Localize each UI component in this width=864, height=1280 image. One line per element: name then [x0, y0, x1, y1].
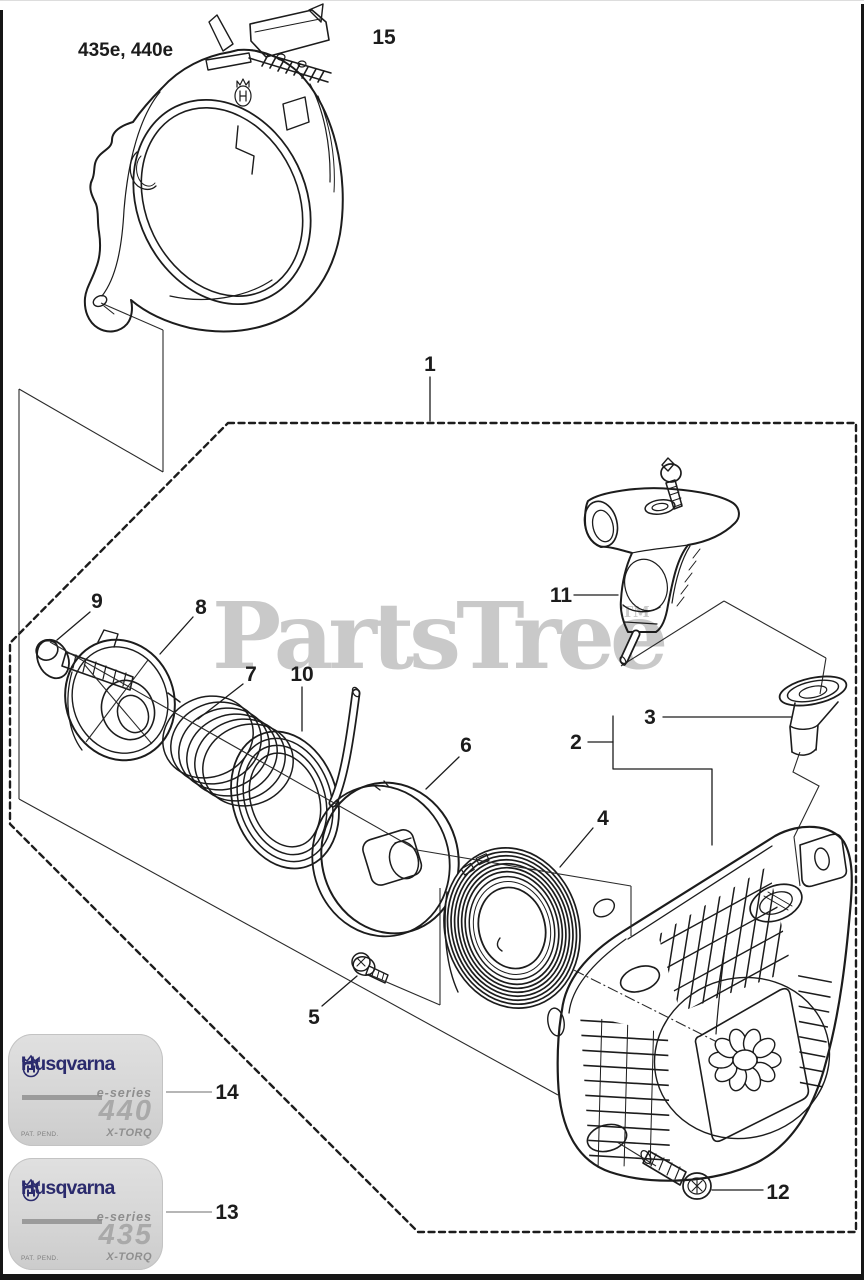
- part-6-rope-pulley: [311, 780, 460, 938]
- assembly-boundary-dashed-box: [8, 421, 858, 1234]
- decal-440: Husqvarna e-series 440 PAT. PEND. X-TORQ: [8, 1034, 163, 1146]
- callout-8: 8: [195, 596, 207, 619]
- husqvarna-crown-badge-icon: [234, 78, 252, 107]
- part-3-ferrule: [778, 675, 848, 756]
- part-5-screw: [351, 952, 389, 984]
- decal-bar: [22, 1219, 102, 1224]
- decal-series: e-series: [96, 1086, 152, 1100]
- part-11-handle: [583, 457, 740, 666]
- callout-6: 6: [460, 734, 472, 757]
- decal-model-number: 440: [98, 1095, 153, 1127]
- decal-series: e-series: [96, 1210, 152, 1224]
- decal-patent-text: PAT. PEND.: [21, 1255, 59, 1262]
- fan-housing-top-bracket: [205, 3, 332, 83]
- callout-7: 7: [245, 663, 257, 686]
- projection-lines: [18, 302, 827, 1096]
- callout-3: 3: [644, 706, 656, 729]
- callouts: 15 1 9 8 7 10 11 6 3 2 4 5 12 14 13: [56, 26, 792, 1224]
- partstree-watermark: PartsTree TM: [212, 582, 670, 690]
- watermark-text: PartsTree: [212, 582, 665, 690]
- decal-brand-name: Husqvarna: [21, 1053, 115, 1075]
- part-8-pulley: [64, 629, 176, 762]
- callout-15: 15: [372, 26, 396, 49]
- callout-11: 11: [550, 584, 573, 607]
- decal-bar: [22, 1095, 102, 1100]
- watermark-tm: TM: [622, 603, 650, 621]
- decal-xtorq-text: X-TORQ: [106, 1127, 152, 1139]
- axis-lines: [49, 641, 632, 936]
- model-compatibility-label: 435e, 440e: [78, 40, 173, 61]
- callout-13: 13: [215, 1201, 238, 1224]
- part-4-recoil-cassette: [443, 847, 581, 1009]
- part-15-fan-housing: [83, 3, 344, 333]
- part-12-screw: [640, 1149, 712, 1200]
- callout-12: 12: [766, 1181, 789, 1204]
- callout-14: 14: [215, 1081, 239, 1104]
- decal-patent-text: PAT. PEND.: [21, 1131, 59, 1138]
- decal-model-number: 435: [98, 1219, 153, 1251]
- callout-4: 4: [597, 807, 609, 830]
- starter-housing-body: [547, 825, 853, 1182]
- callout-5: 5: [308, 1006, 320, 1029]
- decal-leader-lines: [166, 1091, 212, 1213]
- decal-xtorq-text: X-TORQ: [106, 1251, 152, 1263]
- part-10-rope: [230, 686, 361, 870]
- decal-435: Husqvarna e-series 435 PAT. PEND. X-TORQ: [8, 1158, 163, 1270]
- leader-lines: [56, 376, 792, 1191]
- pawl-flower: [708, 1028, 782, 1092]
- callout-2: 2: [570, 731, 582, 754]
- callout-1: 1: [424, 353, 436, 376]
- part-9-screw: [35, 638, 134, 691]
- callout-10: 10: [290, 663, 313, 686]
- decal-brand-name: Husqvarna: [21, 1177, 115, 1199]
- callout-9: 9: [91, 590, 103, 613]
